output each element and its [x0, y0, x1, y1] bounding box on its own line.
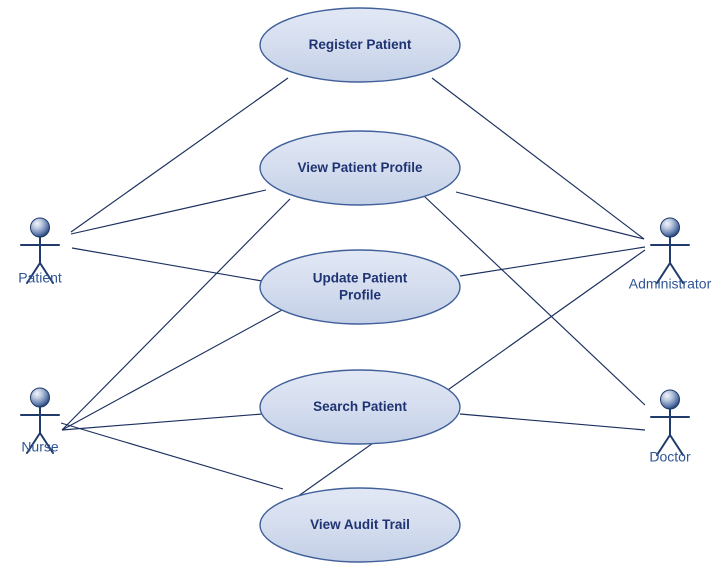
- actor-administrator[interactable]: Administrator: [629, 217, 712, 292]
- actor-head-icon: [30, 387, 50, 408]
- actor-head-icon: [660, 389, 680, 410]
- use-case-view-patient-profile[interactable]: View Patient Profile: [259, 130, 461, 206]
- actor-leg-left: [26, 262, 41, 284]
- use-case-ellipse-view-patient-profile[interactable]: [259, 130, 461, 206]
- use-case-label-view-patient-profile: View Patient Profile: [297, 160, 423, 175]
- association-line-nurse-view-audit-trail[interactable]: [60, 422, 284, 490]
- actor-leg-left: [26, 432, 41, 454]
- actor-label-patient: Patient: [18, 270, 62, 286]
- actor-label-doctor: Doctor: [649, 449, 691, 465]
- use-case-search-patient[interactable]: Search Patient: [259, 369, 461, 445]
- association-line-administrator-register-patient[interactable]: [431, 77, 645, 240]
- actor-patient[interactable]: Patient: [18, 217, 62, 286]
- actor-leg-left: [656, 434, 671, 456]
- use-case-ellipse-view-audit-trail[interactable]: [259, 487, 461, 563]
- actor-leg-left: [656, 262, 671, 284]
- use-case-view-audit-trail[interactable]: View Audit Trail: [259, 487, 461, 563]
- actor-leg-right: [39, 432, 54, 454]
- association-line-doctor-search-patient[interactable]: [459, 413, 646, 431]
- association-line-patient-update-patient-profile[interactable]: [71, 247, 263, 282]
- actor-doctor[interactable]: Doctor: [649, 389, 691, 465]
- association-line-patient-view-patient-profile[interactable]: [70, 189, 267, 235]
- use-case-label-register-patient: Register Patient: [309, 37, 412, 52]
- actor-leg-right: [669, 434, 684, 456]
- actor-head-icon: [30, 217, 50, 238]
- actor-nurse[interactable]: Nurse: [20, 387, 60, 455]
- use-case-label-search-patient: Search Patient: [313, 399, 407, 414]
- association-line-nurse-update-patient-profile[interactable]: [61, 309, 283, 431]
- actor-leg-right: [39, 262, 54, 284]
- association-line-nurse-search-patient[interactable]: [61, 413, 263, 431]
- actor-label-nurse: Nurse: [21, 439, 59, 455]
- association-line-administrator-update-patient-profile[interactable]: [459, 246, 646, 277]
- use-case-register-patient[interactable]: Register Patient: [259, 7, 461, 83]
- association-line-doctor-view-patient-profile[interactable]: [423, 195, 646, 406]
- use-case-ellipse-register-patient[interactable]: [259, 7, 461, 83]
- association-line-administrator-view-audit-trail[interactable]: [296, 249, 646, 498]
- association-line-patient-register-patient[interactable]: [70, 77, 289, 233]
- actor-head-icon: [660, 217, 680, 238]
- association-line-nurse-view-patient-profile[interactable]: [61, 198, 291, 431]
- association-lines-group: [60, 77, 646, 498]
- actor-label-administrator: Administrator: [629, 276, 712, 292]
- use-case-label-view-audit-trail: View Audit Trail: [310, 517, 410, 532]
- actor-leg-right: [669, 262, 684, 284]
- use-case-ellipse-search-patient[interactable]: [259, 369, 461, 445]
- association-line-administrator-view-patient-profile[interactable]: [455, 191, 645, 240]
- use-case-ellipse-update-patient-profile[interactable]: [259, 249, 461, 325]
